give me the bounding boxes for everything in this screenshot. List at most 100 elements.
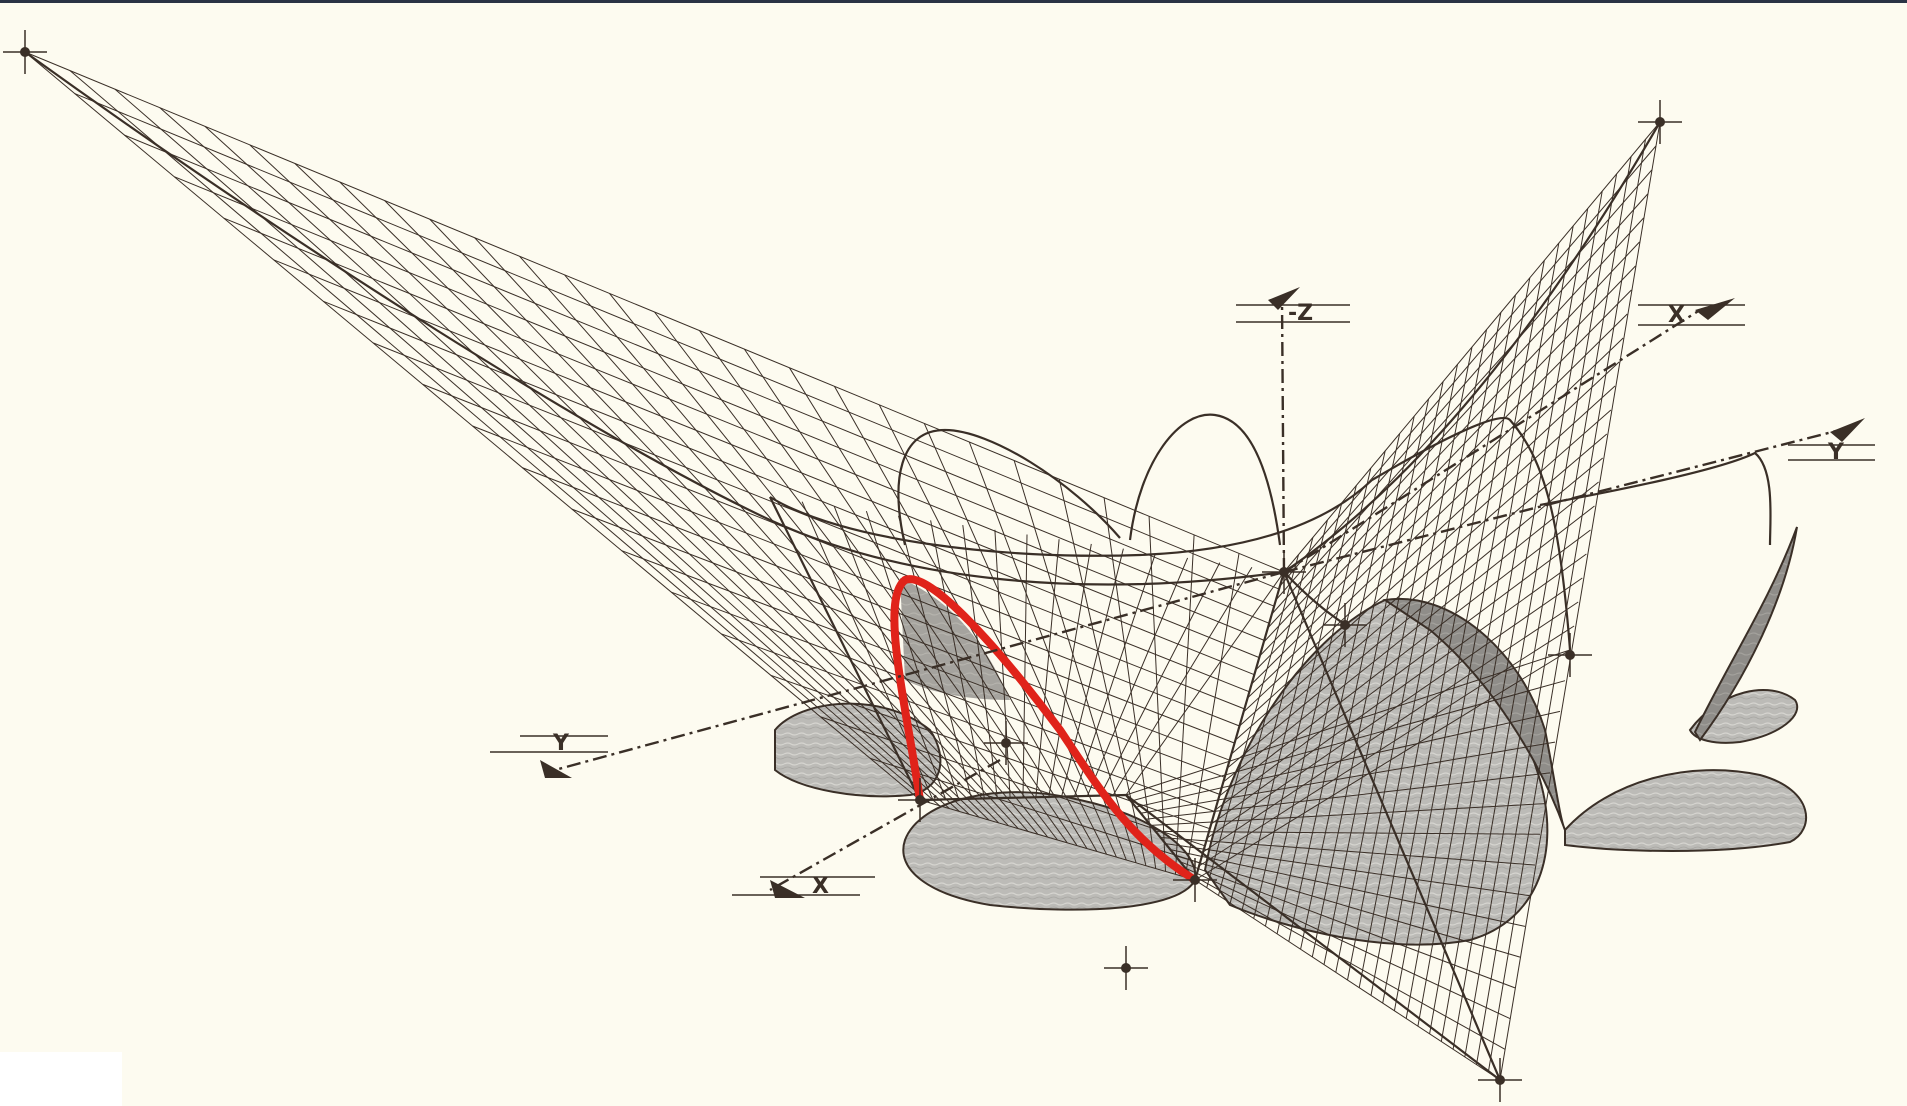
ruling-right-wing-b — [1251, 313, 1628, 685]
shadow-far-right — [1688, 689, 1798, 744]
ruling-back-left — [1086, 557, 1189, 797]
outline-back-lip — [769, 479, 1373, 557]
ruling-right-wing-a — [1417, 243, 1560, 1027]
axis-y-left — [554, 570, 1285, 772]
ruling-left-wing-b — [671, 591, 1220, 795]
label-y-upper-right: Y — [1827, 440, 1845, 465]
ruling-right-wing-b — [1283, 121, 1661, 573]
ruling-right-wing-a — [1358, 329, 1487, 988]
outline-back-center-lobe — [1128, 413, 1282, 546]
ruling-lower-sheet — [1150, 803, 1546, 826]
point-front-foot — [1173, 858, 1217, 902]
ruling-lower-sheet — [1175, 855, 1521, 958]
shadow-far-right-fin — [1693, 526, 1798, 742]
ruling-right-wing-b — [1235, 409, 1612, 741]
ruling-left-wing-b — [124, 134, 1275, 607]
axis-arrowheads — [540, 287, 1865, 898]
point-left-foot — [898, 778, 942, 822]
ruling-right-wing-a — [1452, 191, 1603, 1050]
outline-left-arm — [24, 51, 1285, 586]
ruling-right-wing-a — [1405, 260, 1545, 1019]
ruling-left-wing-b — [223, 217, 1265, 641]
ruling-left-wing-b — [472, 425, 1240, 727]
outline-back-left-lobe — [897, 428, 1121, 546]
ruling-back-left — [898, 515, 972, 799]
ruling-right-wing-b — [1214, 529, 1591, 811]
point-top-right — [1638, 100, 1682, 144]
ruled-surface-lines — [24, 51, 1661, 1081]
label-x-upper-right: X — [1668, 303, 1685, 328]
ruling-left-wing-b — [174, 176, 1270, 624]
outline-right-arm — [1283, 121, 1661, 573]
ruling-right-wing-b — [1259, 265, 1636, 657]
label-y-left: Y — [552, 731, 570, 756]
ruling-right-wing-a — [1347, 346, 1473, 981]
ruling-right-wing-b — [1239, 385, 1616, 727]
ruling-left-wing-b — [919, 799, 1196, 881]
control-points — [3, 30, 1682, 1102]
ruling-right-wing-b — [1275, 169, 1653, 601]
ruling-lower-sheet — [1165, 843, 1531, 897]
ruling-lower-sheet — [1140, 741, 1556, 814]
arrowhead-y-left — [540, 760, 572, 778]
point-top-left — [3, 30, 47, 74]
ruling-back-left — [1099, 562, 1221, 796]
point-lower-mid — [1104, 946, 1148, 990]
ruling-left-wing-b — [522, 467, 1235, 744]
point-origin — [1262, 550, 1306, 594]
axis-y-upper-right — [1283, 428, 1841, 574]
ruling-right-wing-b — [1231, 433, 1608, 755]
ruling-right-wing-a — [1323, 381, 1444, 965]
outline-right-lobe — [1371, 417, 1572, 651]
ruling-back-left — [1061, 548, 1124, 797]
ruling-right-wing-b — [1255, 289, 1632, 671]
ruling-right-wing-b — [1243, 361, 1620, 713]
ruling-back-left — [833, 506, 947, 800]
ruling-lower-sheet — [1194, 879, 1501, 1081]
floor-shadows — [774, 526, 1808, 946]
ruling-lower-sheet — [1160, 837, 1536, 866]
ruling-right-wing-b — [1218, 505, 1595, 797]
ruling-right-wing-a — [1264, 468, 1372, 927]
arrowhead-x-upper-right — [1695, 298, 1735, 320]
ruling-left-wing-b — [820, 716, 1206, 847]
label-neg-z: -Z — [1288, 301, 1313, 326]
point-bottom — [1478, 1058, 1522, 1102]
ruling-back-left — [930, 520, 985, 799]
ruling-right-wing-a — [1241, 502, 1343, 911]
label-x-lower-left: X — [812, 874, 829, 899]
top-edge-bar — [0, 0, 1907, 3]
ruling-left-wing-b — [273, 259, 1260, 659]
ruling-right-wing-b — [1263, 241, 1640, 643]
ruling-right-wing-b — [1210, 553, 1587, 825]
ruling-right-wing-b — [1227, 457, 1604, 769]
highlighted-parabola — [890, 575, 1199, 884]
axis-x-upper-right — [1283, 308, 1701, 574]
ruling-right-wing-a — [1370, 312, 1502, 996]
ruling-back-left — [1074, 553, 1156, 797]
ruling-right-wing-a — [1476, 156, 1632, 1065]
shadow-left-fin — [900, 578, 1010, 700]
ruling-lower-sheet — [1184, 867, 1511, 1020]
ruling-left-wing-b — [323, 300, 1255, 676]
ruling-right-wing-b — [1279, 145, 1657, 587]
ruling-back-left — [962, 525, 998, 799]
point-inner-cusp — [1323, 603, 1367, 647]
ruling-lower-sheet — [1189, 873, 1506, 1050]
surface-outlines — [24, 51, 1772, 1084]
ruling-back-left — [1048, 543, 1092, 797]
ruling-right-wing-a — [1429, 225, 1574, 1034]
ruling-right-wing-a — [1393, 277, 1531, 1011]
coordinate-axes — [554, 299, 1841, 892]
ruling-right-wing-a — [1499, 121, 1661, 1081]
ruling-right-wing-a — [1300, 416, 1415, 950]
ruling-right-wing-b — [1206, 577, 1583, 839]
ruling-lower-sheet — [1135, 710, 1561, 808]
ruling-right-wing-a — [1288, 433, 1401, 942]
point-right-mid — [1548, 633, 1592, 677]
scan-corner-patch — [0, 1052, 122, 1106]
ruling-right-wing-b — [1202, 601, 1579, 853]
arrowhead-x-lower-left — [770, 880, 805, 898]
ruling-lower-sheet — [1180, 861, 1516, 989]
